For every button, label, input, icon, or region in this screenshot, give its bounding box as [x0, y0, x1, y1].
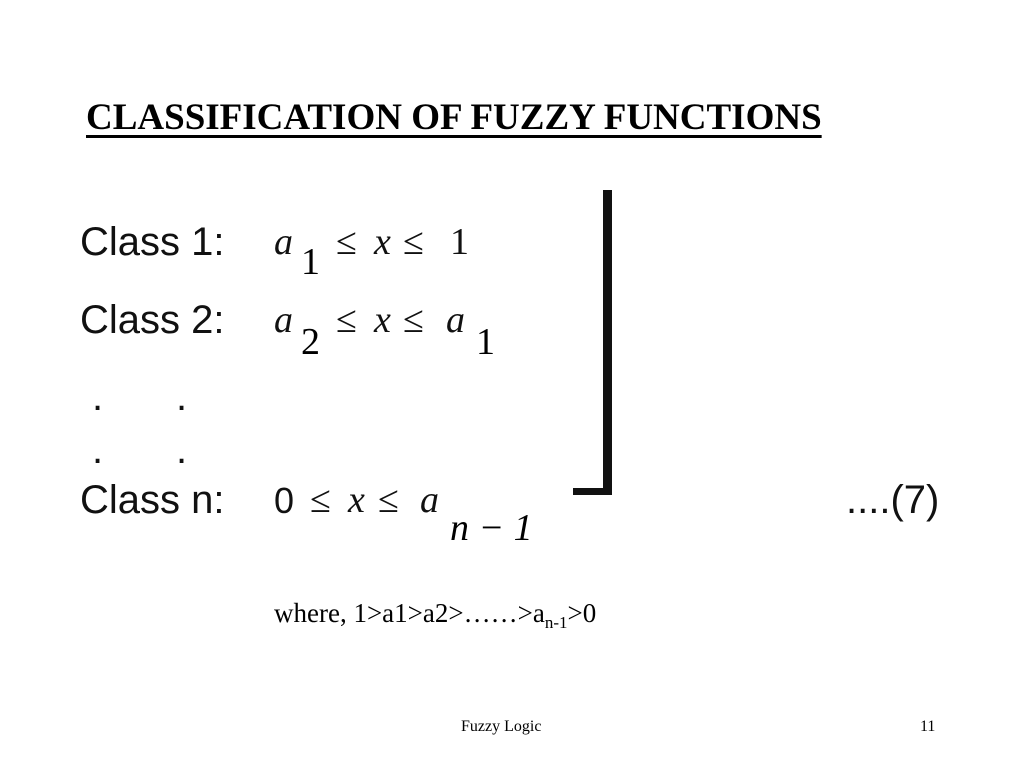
- class-2-lower-var: a: [274, 299, 293, 341]
- class-n-lower: 0: [274, 480, 295, 521]
- class-2-lower-sub: 2: [301, 321, 320, 363]
- page-number: 11: [920, 718, 936, 735]
- ellipsis-dot: .: [92, 375, 104, 419]
- class-1-lower-sub: 1: [301, 241, 320, 283]
- class-2-var: x: [374, 299, 391, 341]
- class-2-rel2: ≤: [403, 299, 424, 341]
- class-n-var: x: [348, 479, 365, 521]
- bracket-horizontal: [573, 488, 612, 495]
- slide-title: CLASSIFICATION OF FUZZY FUNCTIONS: [86, 97, 822, 138]
- class-1-rel2: ≤: [403, 221, 424, 263]
- footer-title: Fuzzy Logic: [461, 718, 542, 735]
- class-1-rel1: ≤: [336, 221, 357, 263]
- ellipsis-dot: .: [176, 428, 188, 472]
- class-2-upper-sub: 1: [476, 321, 495, 363]
- class-1-lower-var: a: [274, 221, 293, 263]
- class-n-label: Class n:: [80, 478, 225, 522]
- equation-number: ....(7): [846, 478, 940, 522]
- class-n-upper-sub: n − 1: [450, 507, 533, 549]
- class-1-label: Class 1:: [80, 220, 225, 264]
- class-n-rel1: ≤: [310, 479, 331, 521]
- class-2-rel1: ≤: [336, 299, 357, 341]
- where-condition: where, 1>a1>a2>……>an-1>0: [274, 598, 597, 632]
- class-2-upper-var: a: [446, 299, 465, 341]
- class-1-var: x: [374, 221, 391, 263]
- ellipsis-dot: .: [92, 428, 104, 472]
- class-1-upper: 1: [450, 221, 469, 263]
- class-n-rel2: ≤: [378, 479, 399, 521]
- class-n-upper-var: a: [420, 479, 439, 521]
- bracket-vertical: [603, 190, 612, 495]
- class-2-label: Class 2:: [80, 298, 225, 342]
- ellipsis-dot: .: [176, 375, 188, 419]
